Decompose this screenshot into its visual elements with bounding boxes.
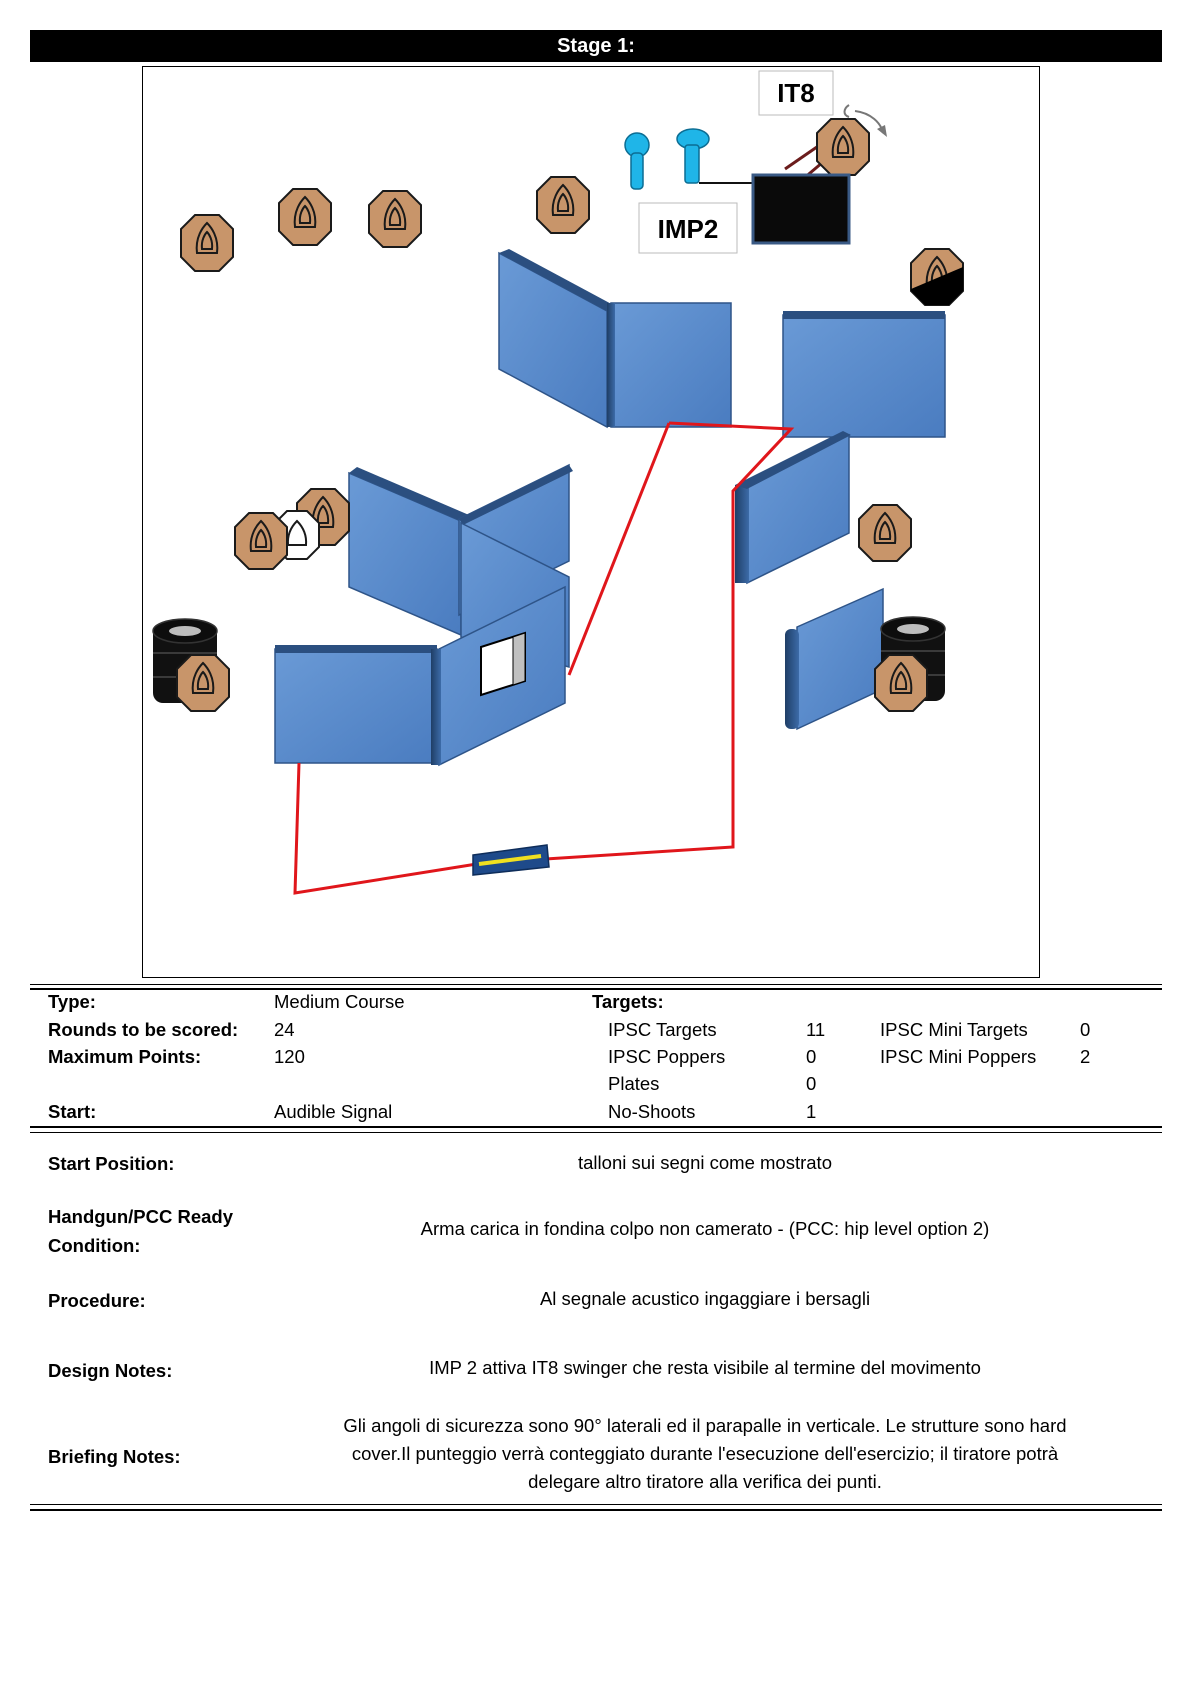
no-shoots-label: No-Shoots — [608, 1101, 696, 1122]
ready-condition-label-line1: Handgun/PCC Ready — [48, 1206, 234, 1227]
no-shoots-value: 1 — [806, 1101, 817, 1122]
divider — [30, 1132, 1162, 1133]
points-label: Maximum Points: — [48, 1046, 202, 1067]
ready-condition-value: Arma carica in fondina colpo non camerat… — [420, 1218, 990, 1239]
wall — [607, 302, 732, 428]
svg-text:IT8: IT8 — [777, 78, 815, 108]
stage-diagram: IT8 IMP2 — [142, 66, 1040, 978]
ipsc-targets-value: 11 — [806, 1019, 826, 1040]
wall — [498, 249, 617, 429]
divider — [30, 1126, 1162, 1128]
wall — [785, 587, 884, 731]
type-value: Medium Course — [274, 991, 405, 1012]
start-label: Start: — [48, 1101, 97, 1122]
procedure-label: Procedure: — [48, 1290, 146, 1311]
ready-condition-label-line2: Condition: — [48, 1235, 141, 1256]
briefing-notes-line2: cover.Il punteggio verrà conteggiato dur… — [351, 1443, 1059, 1464]
divider — [30, 1509, 1162, 1511]
procedure-value: Al segnale acustico ingaggiare i bersagl… — [539, 1288, 871, 1309]
poppers-value: 0 — [806, 1046, 817, 1067]
divider — [30, 988, 1162, 990]
briefing-notes-label: Briefing Notes: — [48, 1446, 181, 1467]
design-notes-label: Design Notes: — [48, 1360, 173, 1381]
ipsc-targets-label: IPSC Targets — [608, 1019, 717, 1040]
mini-targets-value: 0 — [1080, 1019, 1091, 1040]
points-value: 120 — [274, 1046, 305, 1067]
start-value: Audible Signal — [274, 1101, 393, 1122]
imp2-label: IMP2 — [638, 202, 738, 254]
start-position-value: talloni sui segni come mostrato — [578, 1152, 832, 1173]
poppers-label: IPSC Poppers — [608, 1046, 726, 1067]
mini-targets-label: IPSC Mini Targets — [880, 1019, 1028, 1040]
ipsc-target — [278, 188, 332, 246]
targets-label: Targets: — [592, 991, 664, 1012]
wall — [348, 467, 469, 637]
briefing-notes-line3: delegare altro tiratore alla verifica de… — [528, 1471, 882, 1492]
swinger-target — [784, 104, 887, 181]
mini-poppers-value: 2 — [1080, 1046, 1091, 1067]
mini-poppers-label: IPSC Mini Poppers — [880, 1046, 1037, 1067]
mini-popper — [624, 132, 650, 190]
wall-with-window — [431, 585, 566, 767]
plates-label: Plates — [608, 1073, 660, 1094]
black-screen — [751, 173, 851, 245]
ipsc-target — [180, 214, 234, 272]
rounds-value: 24 — [274, 1019, 295, 1040]
rounds-label: Rounds to be scored: — [48, 1019, 239, 1040]
wall — [274, 645, 438, 764]
divider — [30, 984, 1162, 985]
wall — [782, 311, 946, 438]
fault-line — [293, 421, 795, 895]
it8-label: IT8 — [758, 70, 834, 116]
start-position-label: Start Position: — [48, 1153, 175, 1174]
mini-popper — [676, 128, 710, 184]
ipsc-target — [368, 190, 422, 248]
ipsc-target — [234, 512, 288, 570]
plates-value: 0 — [806, 1073, 817, 1094]
wall — [735, 431, 851, 585]
ipsc-target — [874, 654, 928, 712]
ipsc-target — [536, 176, 590, 234]
type-label: Type: — [48, 991, 96, 1012]
design-notes-value: IMP 2 attiva IT8 swinger che resta visib… — [429, 1357, 981, 1378]
start-position-marker — [472, 844, 550, 876]
ipsc-target — [858, 504, 912, 562]
partial-hard-cover-target — [910, 248, 964, 306]
stage-title: Stage 1: — [30, 30, 1162, 62]
divider — [30, 1504, 1162, 1505]
svg-text:IMP2: IMP2 — [658, 214, 719, 244]
briefing-notes-line1: Gli angoli di sicurezza sono 90° lateral… — [343, 1415, 1067, 1436]
ipsc-target — [176, 654, 230, 712]
